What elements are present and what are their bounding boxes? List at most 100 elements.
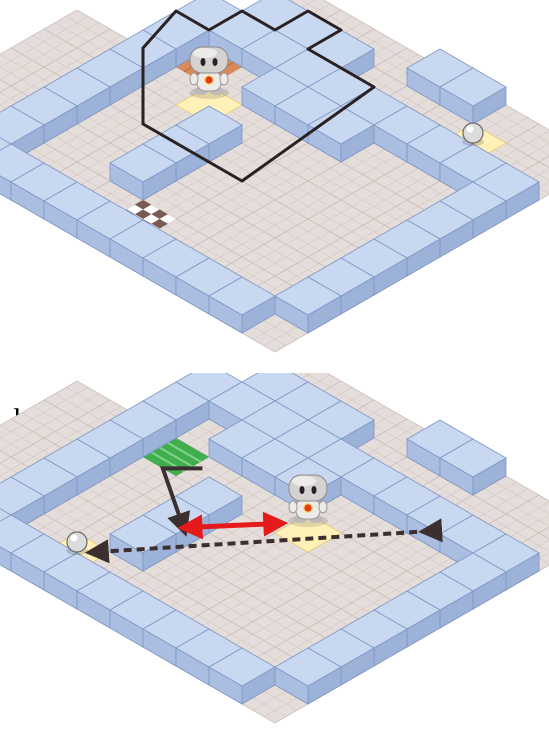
floor-grid-line [516,501,549,521]
floor-grid-line [483,482,518,502]
floor-grid-line [197,583,232,603]
floor-grid-line [263,501,298,521]
floor-grid-line [65,507,100,527]
floor-grid-line [120,501,155,521]
wall-block [439,438,507,496]
floor-grid-line [219,73,254,93]
wall-block [208,647,276,705]
floor-grid-line [197,212,232,232]
floor-grid-line [98,482,133,502]
floor-grid-line [263,583,298,603]
floor-grid-line [230,263,265,283]
floor-grid-line [384,168,419,188]
floor-grid-line [186,583,221,603]
floor-grid-line [186,425,221,445]
floor-grid-line [197,463,232,483]
floor-grid-line [301,0,331,17]
floor-grid-line [263,168,298,188]
floor-grid-line [21,406,56,426]
floor-grid-line [362,193,397,213]
floor-grid-line [54,387,89,407]
floor-grid-line [461,501,496,521]
floor-grid-line [384,206,419,226]
floor-grid-line [54,507,89,527]
walls-a [0,0,540,334]
floor-grid-line [527,514,549,527]
floor-grid-line [252,326,287,346]
floor-grid-line [285,564,320,584]
floor-grid-line [494,149,529,169]
floor-grid-line [304,373,331,388]
floor-grid-line [285,193,320,213]
floor-grid-line [120,98,155,118]
floor-grid-line [263,320,298,340]
floor-grid-line [32,35,67,55]
floor-grid-line [0,437,23,451]
floor-grid-line [395,174,430,194]
floor-grid-line [494,117,529,137]
floor-grid-line [87,117,122,137]
floor-grid-line [329,501,364,521]
floor-grid-line [296,602,331,622]
floor-grid-line [32,406,67,426]
floor-grid-line [318,501,353,521]
floor-grid-line [516,507,549,527]
floor-grid-line [230,149,265,169]
floor-grid-line [98,488,133,508]
floor-grid-line [252,320,287,340]
floor-grid-line [186,463,221,483]
panel-b-scene [0,373,549,724]
floor-grid-line [483,111,518,131]
floor-grid-line [318,615,353,635]
floor-grid-line [318,212,353,232]
floor-tile [538,155,549,169]
floor-grid-line [186,577,221,597]
floor-grid-line [230,155,265,175]
floor-grid-line [351,596,386,616]
floor-grid-line [263,615,298,635]
floor-grid-line [318,577,353,597]
wall-block [208,276,276,334]
floor-grid-line [164,564,199,584]
floor-grid-line [362,149,397,169]
floor-grid-line [483,117,518,137]
floor-grid-line [384,425,419,445]
floor-grid-line [296,187,331,207]
floor-grid-line [0,425,34,445]
floor-grid-line [296,149,331,169]
floor-grid-line [285,602,320,622]
floor-grid-line [230,231,265,251]
floor-grid-line [120,92,155,112]
floor-grid-line [263,250,298,270]
floor-grid-line [164,193,199,213]
floor-grid-line [252,583,287,603]
floor-grid-line [285,231,320,251]
floor-grid-line [186,168,221,188]
wall-block [109,143,177,201]
floor-grid-line [285,596,320,616]
floor-grid-line [263,697,298,717]
floor-grid-line [21,73,56,93]
floor-grid-line [230,634,265,654]
floor-grid-line [263,577,298,597]
floor-grid-line [153,111,188,131]
floor-grid-line [527,130,549,143]
floor-grid-line [351,155,386,175]
floor-grid-line [362,564,397,584]
floor-grid-line [263,326,298,346]
floor-grid-line [98,187,133,207]
floor-grid-line [329,174,364,194]
floor-grid-line [395,168,430,188]
floor-grid-line [252,206,287,226]
floor-grid-line [527,143,549,156]
floor-grid-line [527,168,549,181]
path-arrow-dashed [84,518,443,564]
floor-grid-line [21,41,56,61]
floor-grid-line [186,206,221,226]
floor-grid-line [516,136,549,156]
ball-icon [66,531,88,555]
floor-grid-line [0,54,34,74]
floor-grid-line [65,22,100,42]
floor-grid-line [87,488,122,508]
floor-tile [0,79,12,93]
